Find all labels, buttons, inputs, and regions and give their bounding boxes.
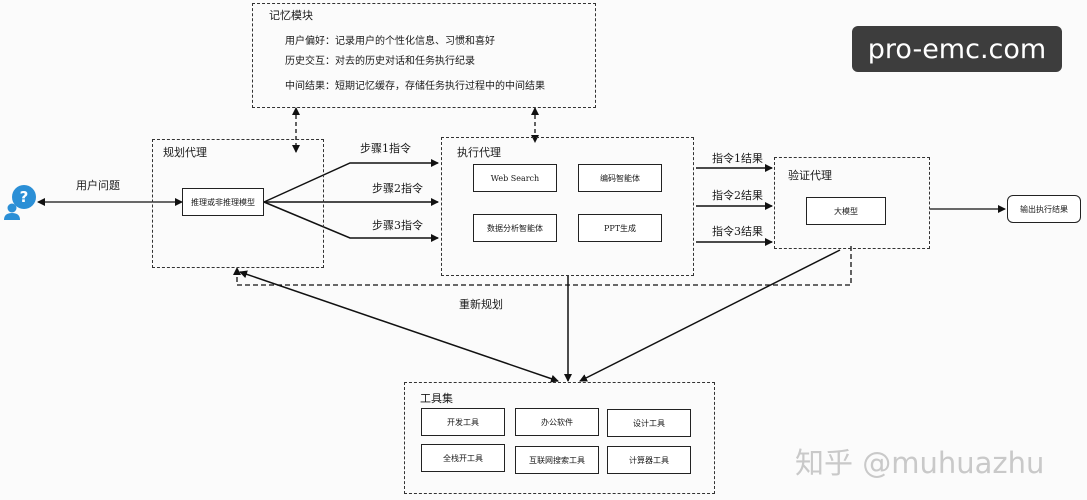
step2-label: 步骤2指令 [372,182,423,195]
memory-line-intermediate: 中间结果：短期记忆缓存，存储任务执行过程中的中间结果 [285,81,545,92]
verify-tools-link [579,249,841,382]
dev-tools-box: 开发工具 [421,408,505,436]
execution-agent [441,137,694,276]
toolset-title: 工具集 [420,392,453,405]
office-software-box: 办公软件 [515,408,599,436]
reasoning-model-box: 推理或非推理模型 [182,188,264,216]
memory-line-history: 历史交互：对去的历史对话和任务执行纪录 [285,56,475,67]
result1-label: 指令1结果 [712,152,763,165]
user-question-icon: ? [3,183,39,221]
result3-label: 指令3结果 [712,225,763,238]
svg-text:?: ? [20,188,29,206]
web-search-box: Web Search [473,164,557,192]
memory-line-preferences: 用户偏好：记录用户的个性化信息、习惯和喜好 [285,36,495,47]
design-tools-box: 设计工具 [607,409,691,437]
large-model-box: 大模型 [806,197,886,225]
memory-module [252,3,596,108]
result2-label: 指令2结果 [712,189,763,202]
ppt-generation-box: PPT生成 [578,214,662,242]
verify-agent [774,157,930,249]
planning-agent [152,139,324,268]
execution-agent-title: 执行代理 [457,146,501,159]
output-result-box: 输出执行结果 [1007,195,1081,223]
toolset [404,382,715,494]
coding-agent-box: 编码智能体 [578,164,662,192]
step1-arrow [263,159,439,203]
step3-label: 步骤3指令 [372,219,423,232]
watermark-pro-emc: pro-emc.com [852,26,1062,72]
data-analysis-agent-box: 数据分析智能体 [473,214,557,242]
verify-agent-title: 验证代理 [788,169,832,182]
memory-module-title: 记忆模块 [269,9,313,22]
replan-label: 重新规划 [459,298,503,311]
planning-agent-title: 规划代理 [163,146,207,159]
user-question-label: 用户问题 [76,179,120,192]
watermark-zhihu: 知乎 @muhuazhu [795,446,1045,480]
step1-label: 步骤1指令 [360,142,411,155]
planning-tools-link [239,270,559,383]
fullstack-tools-box: 全栈开工具 [421,444,505,472]
web-search-tools-box: 互联网搜索工具 [515,446,599,474]
step3-arrow [263,201,439,242]
calculator-tools-box: 计算器工具 [607,446,691,474]
